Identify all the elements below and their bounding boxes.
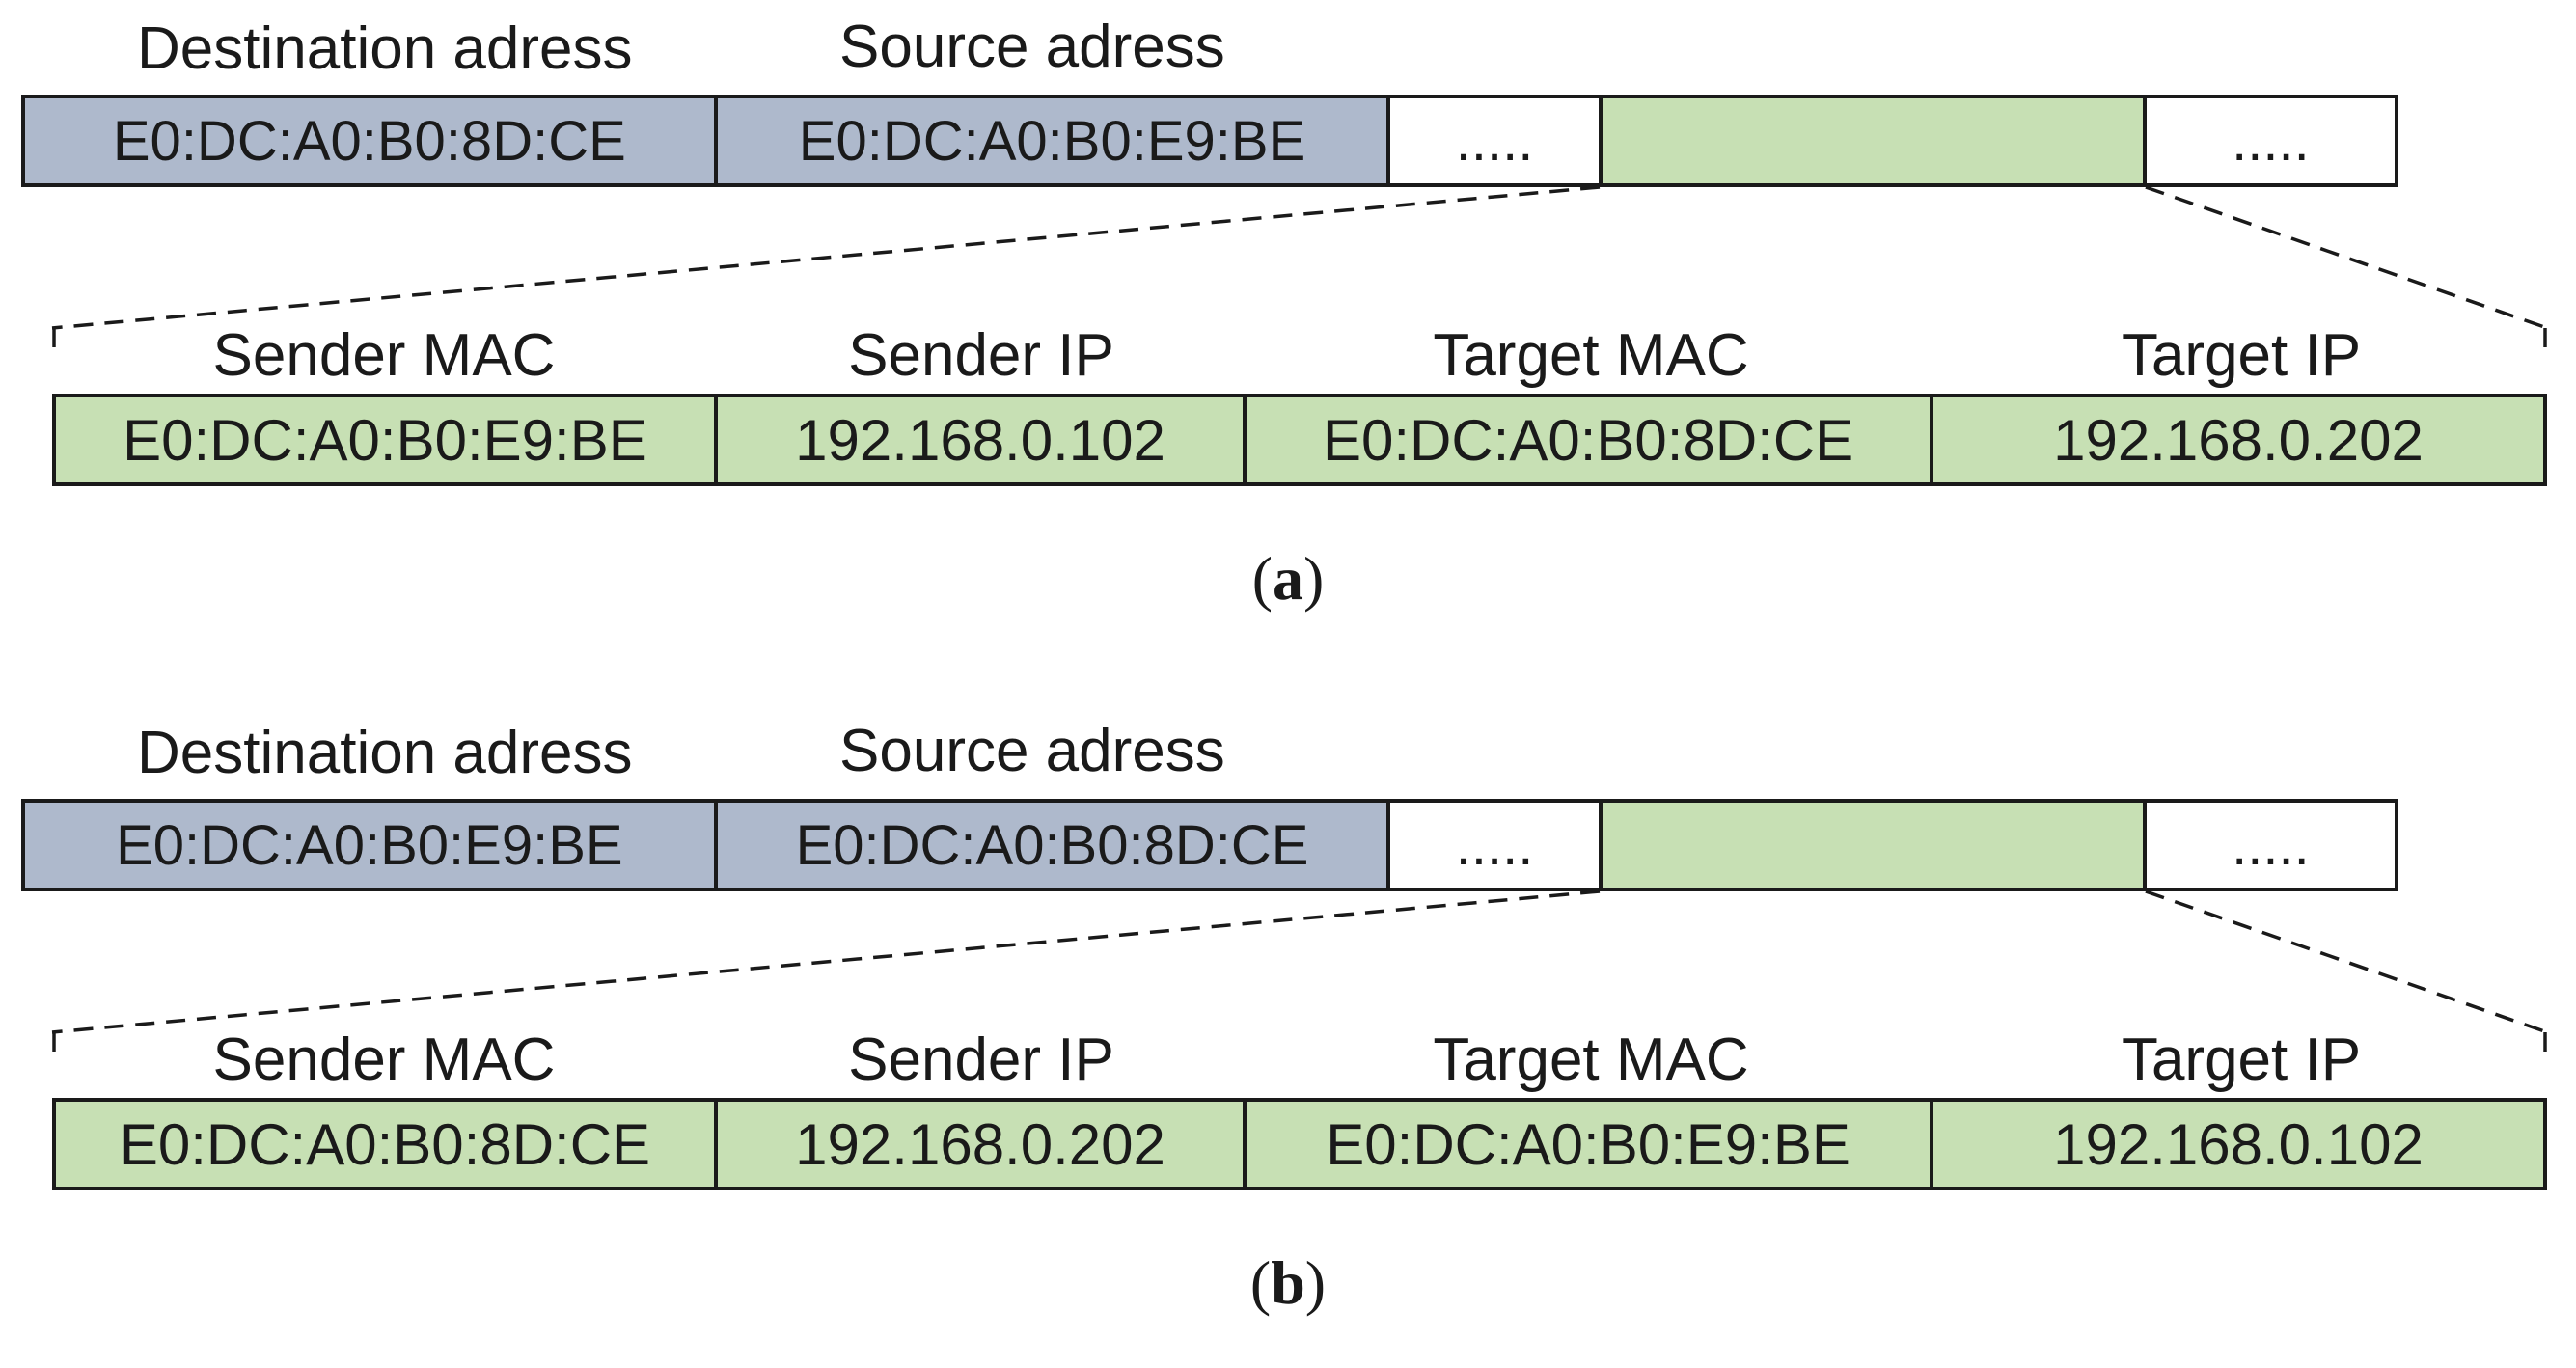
panel-caption: (b) xyxy=(1249,1248,1327,1317)
destination-mac-cell: E0:DC:A0:B0:8D:CE xyxy=(25,98,718,183)
source-address-label: Source adress xyxy=(839,718,1225,784)
arp-payload-cell xyxy=(1602,803,2147,888)
source-mac-cell: E0:DC:A0:B0:E9:BE xyxy=(717,98,1391,183)
sender-mac-value: E0:DC:A0:B0:8D:CE xyxy=(56,1102,718,1187)
caption-letter: a xyxy=(1273,544,1303,613)
target-mac-value: E0:DC:A0:B0:8D:CE xyxy=(1247,397,1933,482)
target-mac-header: Target MAC xyxy=(1433,1026,1749,1093)
source-address-label: Source adress xyxy=(839,14,1225,80)
arp-field-row: E0:DC:A0:B0:8D:CE 192.168.0.202 E0:DC:A0… xyxy=(52,1098,2547,1190)
zoom-guide-lines xyxy=(51,889,2548,1052)
sender-mac-value: E0:DC:A0:B0:E9:BE xyxy=(56,397,718,482)
destination-address-label: Destination adress xyxy=(137,720,633,786)
sender-mac-header: Sender MAC xyxy=(212,1026,556,1093)
sender-ip-header: Sender IP xyxy=(848,1026,1114,1093)
ellipsis-cell: ..... xyxy=(1390,803,1603,888)
target-ip-header: Target IP xyxy=(2121,1026,2362,1093)
caption-letter: b xyxy=(1271,1248,1305,1317)
destination-mac-cell: E0:DC:A0:B0:E9:BE xyxy=(25,803,718,888)
panel-caption: (a) xyxy=(1251,544,1325,613)
sender-mac-header: Sender MAC xyxy=(212,322,556,389)
ellipsis-cell: ..... xyxy=(1390,98,1603,183)
source-mac-cell: E0:DC:A0:B0:8D:CE xyxy=(717,803,1391,888)
ethernet-frame: E0:DC:A0:B0:E9:BE E0:DC:A0:B0:8D:CE ....… xyxy=(21,799,2398,891)
target-mac-value: E0:DC:A0:B0:E9:BE xyxy=(1247,1102,1933,1187)
destination-address-label: Destination adress xyxy=(137,15,633,82)
arp-payload-cell xyxy=(1602,98,2147,183)
sender-ip-value: 192.168.0.202 xyxy=(717,1102,1247,1187)
target-ip-header: Target IP xyxy=(2121,322,2362,389)
target-mac-header: Target MAC xyxy=(1433,322,1749,389)
target-ip-value: 192.168.0.102 xyxy=(1932,1102,2543,1187)
ellipsis-cell: ..... xyxy=(2146,98,2395,183)
target-ip-value: 192.168.0.202 xyxy=(1932,397,2543,482)
ellipsis-cell: ..... xyxy=(2146,803,2395,888)
ethernet-frame: E0:DC:A0:B0:8D:CE E0:DC:A0:B0:E9:BE ....… xyxy=(21,95,2398,187)
zoom-guide-lines xyxy=(51,185,2548,347)
arp-field-row: E0:DC:A0:B0:E9:BE 192.168.0.102 E0:DC:A0… xyxy=(52,394,2547,486)
figure-panel-a: Destination adress Source adress E0:DC:A… xyxy=(0,0,2576,664)
figure-panel-b: Destination adress Source adress E0:DC:A… xyxy=(0,704,2576,1368)
sender-ip-header: Sender IP xyxy=(848,322,1114,389)
sender-ip-value: 192.168.0.102 xyxy=(717,397,1247,482)
